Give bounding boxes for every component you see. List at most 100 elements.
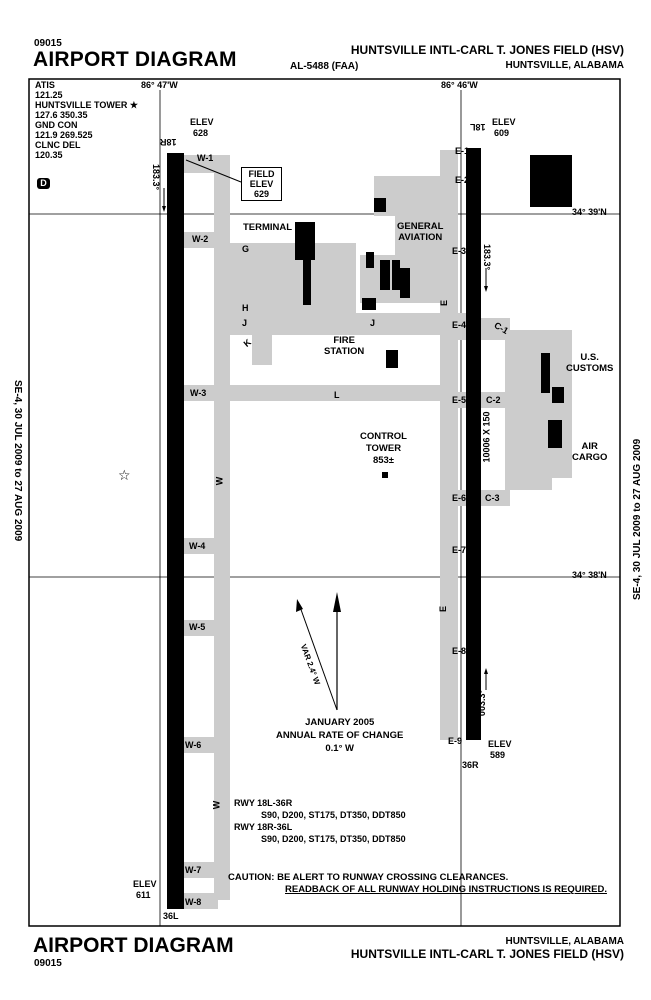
taxiway-e7: E-7 — [452, 545, 467, 555]
taxiway-e4: E-4 — [452, 320, 467, 330]
rwy18l-id: 18L — [470, 122, 486, 132]
airport-name: HUNTSVILLE INTL-CARL T. JONES FIELD (HSV… — [350, 43, 624, 57]
customs-line1: U.S. — [580, 352, 599, 363]
field-elev-pointer — [185, 159, 242, 183]
taxiway-e-north: E — [439, 299, 450, 307]
al-number: AL-5488 (FAA) — [290, 61, 359, 72]
taxiway-j-west: J — [242, 318, 248, 328]
magnetic-north-line — [298, 603, 338, 711]
rwy18r-elev: 628 — [193, 128, 209, 138]
taxiway-c3: C-3 — [485, 493, 500, 503]
control-tower-line2: TOWER — [365, 443, 402, 454]
city-state: HUNTSVILLE, ALABAMA — [505, 60, 624, 71]
tower-frequency: 127.6 350.35 — [35, 110, 88, 120]
map-frame — [28, 78, 621, 927]
terminal-building — [295, 222, 315, 260]
caution-line1: CAUTION: BE ALERT TO RUNWAY CROSSING CLE… — [228, 872, 509, 883]
taxiway-j-east: J — [370, 318, 376, 328]
true-north-arrow — [333, 592, 341, 612]
magnetic-date: JANUARY 2005 — [305, 717, 375, 728]
taxiway-e1: E-1 — [455, 146, 470, 156]
taxiway-e2: E-2 — [455, 175, 470, 185]
field-elevation-box: FIELD ELEV 629 — [241, 167, 282, 201]
taxiway-w-mid: W — [214, 476, 225, 486]
rwy18r-heading: 183.3° — [151, 163, 162, 191]
customs-line2: CUSTOMS — [566, 363, 614, 374]
fire-station-line2: STATION — [324, 346, 365, 357]
fire-station-label: FIRE STATION — [324, 335, 364, 357]
rwy36r-elev-label: ELEV — [488, 739, 512, 749]
taxiway-e5: E-5 — [452, 395, 467, 405]
taxiway-w8: W-8 — [185, 897, 202, 907]
air-cargo-line1: AIR — [581, 441, 598, 452]
fire-station-line1: FIRE — [333, 335, 355, 346]
taxiway-pavement — [180, 150, 572, 909]
control-tower-label: CONTROL TOWER 853± — [360, 431, 407, 467]
control-tower-marker — [382, 472, 388, 478]
taxiway-w5: W-5 — [189, 622, 206, 632]
atis-frequency: 121.25 — [35, 90, 63, 100]
footer-city-state: HUNTSVILLE, ALABAMA — [505, 936, 624, 947]
field-elev-line1: FIELD — [248, 169, 275, 179]
rwy36r-id: 36R — [462, 760, 479, 770]
diagram-title: AIRPORT DIAGRAM — [33, 48, 237, 71]
caution-block: CAUTION: BE ALERT TO RUNWAY CROSSING CLE… — [228, 872, 607, 896]
rwy18l-heading: 183.3° — [482, 243, 493, 271]
terminal-label: TERMINAL — [243, 222, 293, 233]
frequency-list: ATIS 121.25 HUNTSVILLE TOWER ★ 127.6 350… — [35, 80, 138, 160]
taxiway-e-south: E — [438, 605, 449, 613]
general-aviation-line1: GENERAL — [397, 221, 444, 232]
taxiway-e8: E-8 — [452, 646, 467, 656]
rwy36l-id: 36L — [163, 911, 179, 921]
runway-18L-36R — [466, 148, 481, 740]
ground-frequency: 121.9 269.525 — [35, 130, 93, 140]
clearance-frequency: 120.35 — [35, 150, 63, 160]
rwy36l-heading: 003.3° — [168, 813, 179, 841]
taxiway-w3: W-3 — [190, 388, 207, 398]
d-badge: D — [37, 178, 50, 189]
tower-label: HUNTSVILLE TOWER ★ — [35, 100, 138, 110]
ground-label: GND CON — [35, 120, 78, 130]
rwy36l-elev: 611 — [136, 890, 151, 900]
customs-label: U.S. CUSTOMS — [566, 352, 613, 374]
taxiway-c2: C-2 — [486, 395, 501, 405]
strength-values-2: S90, D200, ST175, DT350, DDT850 — [261, 834, 406, 844]
field-elev-value: 629 — [253, 189, 270, 199]
taxiway-w2: W-2 — [192, 234, 209, 244]
strength-values-1: S90, D200, ST175, DT350, DDT850 — [261, 810, 406, 820]
runway-strength-block: RWY 18L-36R S90, D200, ST175, DT350, DDT… — [234, 797, 406, 845]
footer-airport-name: HUNTSVILLE INTL-CARL T. JONES FIELD (HSV… — [350, 947, 624, 961]
magnetic-north-arrow — [296, 599, 303, 612]
taxiway-w6: W-6 — [185, 740, 202, 750]
chart-code: 09015 — [34, 38, 62, 49]
rwy18l-elev: 609 — [494, 128, 510, 138]
taxiway-w4: W-4 — [189, 541, 206, 551]
field-elev-line2: ELEV — [249, 179, 274, 189]
magnetic-rate-block: JANUARY 2005 ANNUAL RATE OF CHANGE 0.1° … — [276, 716, 403, 755]
strength-rwy-1: RWY 18L-36R — [234, 798, 293, 808]
general-aviation-label: GENERAL AVIATION — [397, 221, 443, 243]
buildings — [295, 155, 572, 478]
taxiway-w-south: W — [211, 800, 222, 810]
air-cargo-label: AIR CARGO — [572, 441, 607, 463]
taxiway-e3: E-3 — [452, 246, 467, 256]
footer-code: 09015 — [34, 958, 62, 969]
taxiway-h: H — [242, 303, 249, 313]
rwy18l-elev-label: ELEV — [492, 117, 516, 127]
control-tower-elev: 853± — [372, 455, 395, 466]
taxiway-e6: E-6 — [452, 493, 467, 503]
taxiway-l: L — [334, 390, 340, 400]
lon-east-label: 86° 46'W — [441, 80, 478, 90]
lat-north-label: 34° 39'N — [572, 207, 607, 217]
rwy18r-id: 18R — [160, 137, 177, 147]
clearance-label: CLNC DEL — [35, 140, 81, 150]
rwy18l36r-dimensions: 10006 X 150 — [481, 411, 492, 463]
star-icon: ☆ — [118, 468, 131, 484]
lon-west-label: 86° 47'W — [141, 80, 178, 90]
control-tower-line1: CONTROL — [360, 431, 407, 442]
footer-title: AIRPORT DIAGRAM — [33, 934, 234, 957]
atis-label: ATIS — [35, 80, 55, 90]
lat-south-label: 34° 38'N — [572, 570, 607, 580]
taxiway-g: G — [242, 244, 250, 254]
magnetic-rate-label: ANNUAL RATE OF CHANGE — [276, 730, 404, 741]
